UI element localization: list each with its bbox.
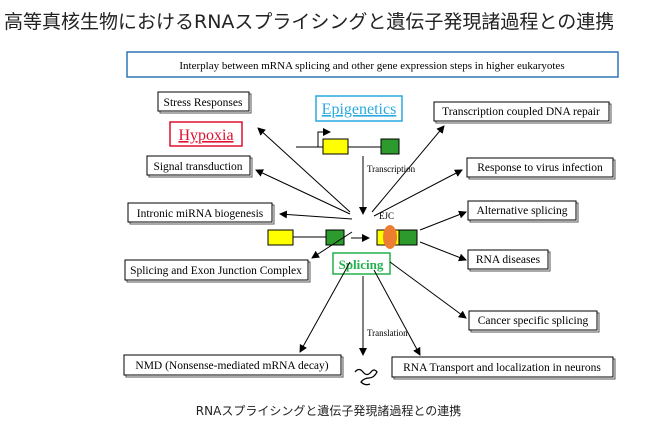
arrow-to-alt-splicing: [419, 210, 467, 231]
hypoxia-text: Hypoxia: [178, 127, 233, 144]
transcription-label: Transcription: [367, 164, 416, 174]
epigenetics-text: Epigenetics: [322, 101, 397, 118]
box-hypoxia: Hypoxia: [169, 121, 243, 147]
box-rna-diseases-text: RNA diseases: [476, 254, 541, 266]
pre-mrna: [267, 229, 345, 246]
box-alternative-splicing: Alternative splicing: [467, 200, 579, 223]
protein-squiggle-icon: [354, 368, 378, 386]
box-cancer-text: Cancer specific splicing: [478, 315, 589, 327]
box-alt-splicing-text: Alternative splicing: [476, 205, 567, 217]
box-virus-infection: Response to virus infection: [466, 157, 616, 180]
translation-label: Translation: [367, 328, 408, 338]
header-box: Interplay between mRNA splicing and othe…: [126, 51, 619, 78]
arrow-to-virus: [373, 169, 463, 217]
exon-yellow-top: [322, 138, 349, 155]
arrow-to-mirna: [279, 210, 353, 220]
arrow-to-cancer: [389, 261, 467, 319]
box-epigenetics: Epigenetics: [315, 95, 403, 122]
box-dna-repair-text: Transcription coupled DNA repair: [442, 106, 600, 118]
exon-green-mrna: [398, 229, 418, 246]
page-title: 高等真核生物におけるRNAスプライシングと遺伝子発現諸過程との連携: [4, 11, 615, 33]
header-text: Interplay between mRNA splicing and othe…: [179, 60, 564, 72]
arrow-to-dna-repair: [371, 125, 445, 213]
mrna-with-ejc: EJC: [376, 211, 418, 249]
box-nmd-text: NMD (Nonsense-mediated mRNA decay): [135, 360, 328, 372]
box-signal-text: Signal transduction: [153, 161, 242, 173]
box-stress-text: Stress Responses: [164, 97, 243, 109]
box-splicing: Splicing: [332, 252, 391, 275]
box-mirna-text: Intronic miRNA biogenesis: [137, 208, 264, 220]
box-virus-text: Response to virus infection: [477, 162, 603, 174]
arrow-to-nmd: [299, 261, 351, 353]
gene-diagram-top: [296, 128, 400, 155]
arrow-to-rna-diseases: [419, 241, 467, 262]
exon-green-top: [380, 138, 400, 155]
box-ejc-text: Splicing and Exon Junction Complex: [130, 265, 302, 277]
box-splicing-ejc: Splicing and Exon Junction Complex: [124, 259, 311, 283]
arrow-to-ejc: [311, 231, 353, 259]
exon-yellow-pre: [267, 229, 294, 246]
promoter-arrow: [317, 128, 331, 147]
box-cancer-splicing: Cancer specific splicing: [468, 310, 600, 333]
ejc-oval: [383, 225, 397, 249]
box-rna-diseases: RNA diseases: [467, 249, 551, 272]
arrow-to-transport: [373, 269, 421, 356]
box-intronic-mirna: Intronic miRNA biogenesis: [127, 202, 275, 225]
box-dna-repair: Transcription coupled DNA repair: [433, 101, 612, 124]
box-transport-text: RNA Transport and localization in neuron…: [403, 362, 601, 374]
arrow-to-signal: [255, 169, 351, 215]
arrow-to-stress: [257, 127, 351, 213]
figure-caption: RNAスプライシングと遺伝子発現諸過程との連携: [195, 404, 462, 418]
ejc-label: EJC: [379, 211, 394, 221]
box-signal-transduction: Signal transduction: [146, 155, 253, 178]
box-rna-transport: RNA Transport and localization in neuron…: [391, 356, 616, 380]
box-stress-responses: Stress Responses: [157, 91, 252, 114]
splicing-text: Splicing: [339, 257, 384, 272]
radial-arrows: [255, 125, 467, 356]
box-nmd: NMD (Nonsense-mediated mRNA decay): [123, 354, 344, 378]
